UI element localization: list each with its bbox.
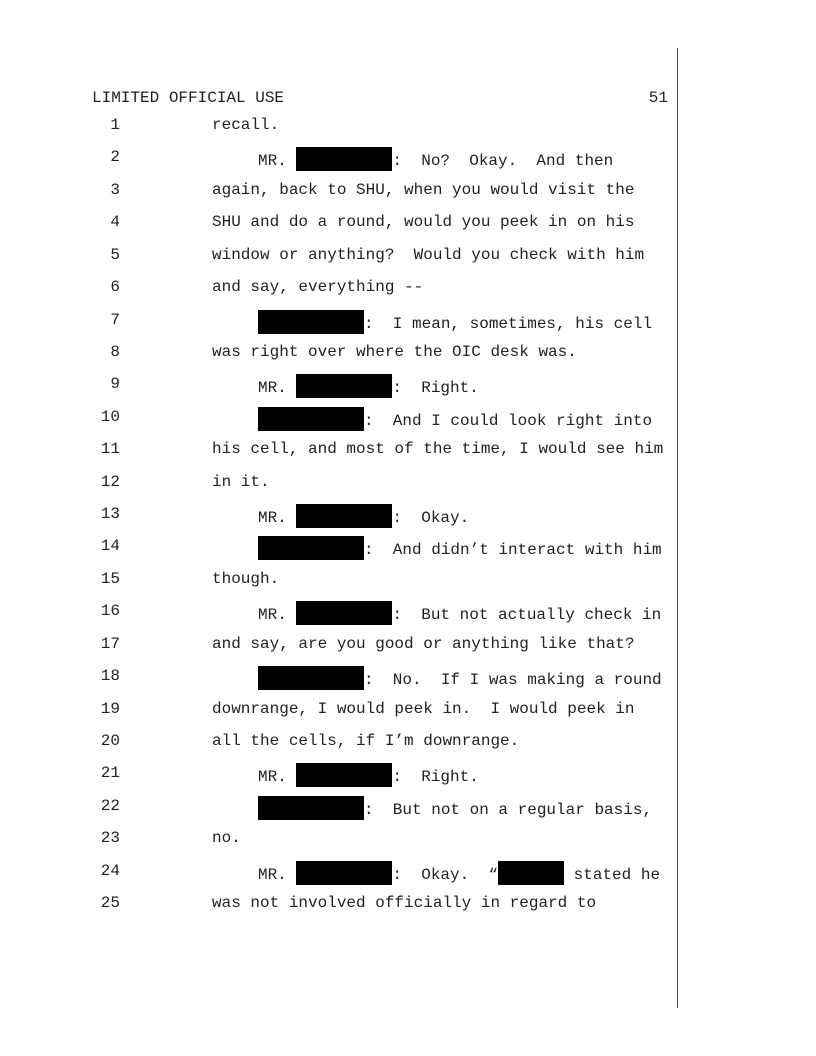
line-number: 18 — [100, 667, 120, 686]
redaction-box — [498, 860, 565, 885]
classification-header: LIMITED OFFICIAL USE — [92, 89, 285, 107]
line-number: 2 — [110, 148, 120, 167]
line-text: downrange, I would peek in. I would peek… — [212, 699, 634, 719]
line-text: : I mean, sometimes, his cell — [258, 309, 653, 334]
text-segment: no. — [212, 829, 241, 848]
line-text: again, back to SHU, when you would visit… — [212, 180, 634, 200]
line-number: 15 — [100, 569, 120, 588]
text-segment: window or anything? Would you check with… — [212, 245, 645, 264]
line-text: his cell, and most of the time, I would … — [212, 439, 663, 459]
margin-rule — [677, 48, 678, 1008]
line-text: all the cells, if I’m downrange. — [212, 731, 519, 751]
line-number: 11 — [100, 440, 120, 459]
text-segment: SHU and do a round, would you peek in on… — [212, 213, 635, 232]
text-segment: MR. — [258, 509, 297, 528]
line-number: 6 — [110, 278, 120, 297]
text-segment: all the cells, if I’m downrange. — [212, 731, 520, 750]
line-number: 9 — [110, 375, 120, 394]
line-number: 12 — [100, 472, 120, 491]
text-segment: MR. — [258, 768, 297, 787]
text-segment: and say, are you good or anything like t… — [212, 634, 635, 653]
text-segment: : I mean, sometimes, his cell — [364, 314, 653, 333]
line-text: was right over where the OIC desk was. — [212, 342, 577, 362]
text-segment: recall. — [212, 116, 280, 134]
text-segment: : No. If I was making a round — [364, 671, 662, 690]
text-segment: : Okay. “ — [392, 865, 499, 884]
text-segment: MR. — [258, 606, 297, 625]
text-segment: was not involved officially in regard to — [212, 894, 597, 913]
line-number: 4 — [110, 213, 120, 232]
redaction-box — [296, 763, 393, 788]
redaction-box — [296, 860, 393, 885]
redaction-box — [258, 536, 364, 561]
text-segment: was right over where the OIC desk was. — [212, 342, 577, 361]
text-segment: downrange, I would peek in. I would peek… — [212, 699, 635, 718]
text-segment: MR. — [258, 865, 297, 884]
text-segment: and say, everything -- — [212, 278, 424, 297]
line-number: 16 — [100, 602, 120, 621]
line-number: 13 — [100, 505, 120, 524]
text-segment: : No? Okay. And then — [392, 152, 614, 171]
line-text: was not involved officially in regard to — [212, 893, 596, 913]
redaction-box — [258, 309, 364, 334]
text-segment: stated he — [564, 865, 661, 884]
redaction-box — [258, 795, 364, 820]
page-number: 51 — [648, 89, 668, 107]
line-text: recall. — [212, 115, 279, 135]
line-number: 23 — [100, 829, 120, 848]
line-text: : And I could look right into — [258, 406, 653, 431]
line-text: though. — [212, 569, 279, 589]
line-text: MR. : Okay. — [258, 504, 470, 529]
text-segment: : And didn’t interact with him — [364, 541, 662, 560]
line-text: : But not on a regular basis, — [258, 795, 653, 820]
text-segment: MR. — [258, 379, 297, 398]
line-number: 10 — [100, 407, 120, 426]
line-text: MR. : Right. — [258, 763, 479, 788]
line-text: MR. : Right. — [258, 374, 479, 399]
text-segment: : Right. — [392, 379, 479, 398]
line-number: 1 — [110, 116, 120, 134]
line-number: 21 — [100, 764, 120, 783]
line-text: no. — [212, 828, 241, 848]
text-segment: though. — [212, 569, 280, 588]
redaction-box — [296, 147, 393, 172]
line-text: SHU and do a round, would you peek in on… — [212, 212, 634, 232]
line-number: 17 — [100, 634, 120, 653]
line-number: 19 — [100, 699, 120, 718]
text-segment: MR. — [258, 152, 297, 171]
line-number: 22 — [100, 796, 120, 815]
redaction-box — [258, 406, 364, 431]
line-number: 25 — [100, 894, 120, 913]
text-segment: : And I could look right into — [364, 411, 653, 430]
line-text: window or anything? Would you check with… — [212, 245, 644, 265]
line-text: and say, everything -- — [212, 277, 423, 297]
line-number: 24 — [100, 861, 120, 880]
line-text: and say, are you good or anything like t… — [212, 634, 634, 654]
redaction-box — [296, 504, 393, 529]
redaction-box — [258, 666, 364, 691]
text-segment: his cell, and most of the time, I would … — [212, 440, 664, 459]
line-text: MR. : But not actually check in — [258, 601, 662, 626]
line-number: 20 — [100, 731, 120, 750]
line-number: 3 — [110, 180, 120, 199]
line-text: MR. : No? Okay. And then — [258, 147, 614, 172]
line-text: MR. : Okay. “ stated he — [258, 860, 661, 885]
line-text: : And didn’t interact with him — [258, 536, 662, 561]
text-segment: again, back to SHU, when you would visit… — [212, 180, 635, 199]
text-segment: : Okay. — [392, 509, 470, 528]
line-text: in it. — [212, 472, 270, 492]
line-number: 14 — [100, 537, 120, 556]
line-number: 8 — [110, 342, 120, 361]
line-number: 5 — [110, 245, 120, 264]
redaction-box — [296, 374, 393, 399]
redaction-box — [296, 601, 393, 626]
line-number: 7 — [110, 310, 120, 329]
line-text: : No. If I was making a round — [258, 666, 662, 691]
text-segment: in it. — [212, 472, 270, 491]
text-segment: : But not actually check in — [392, 606, 662, 625]
text-segment: : But not on a regular basis, — [364, 800, 653, 819]
text-segment: : Right. — [392, 768, 479, 787]
